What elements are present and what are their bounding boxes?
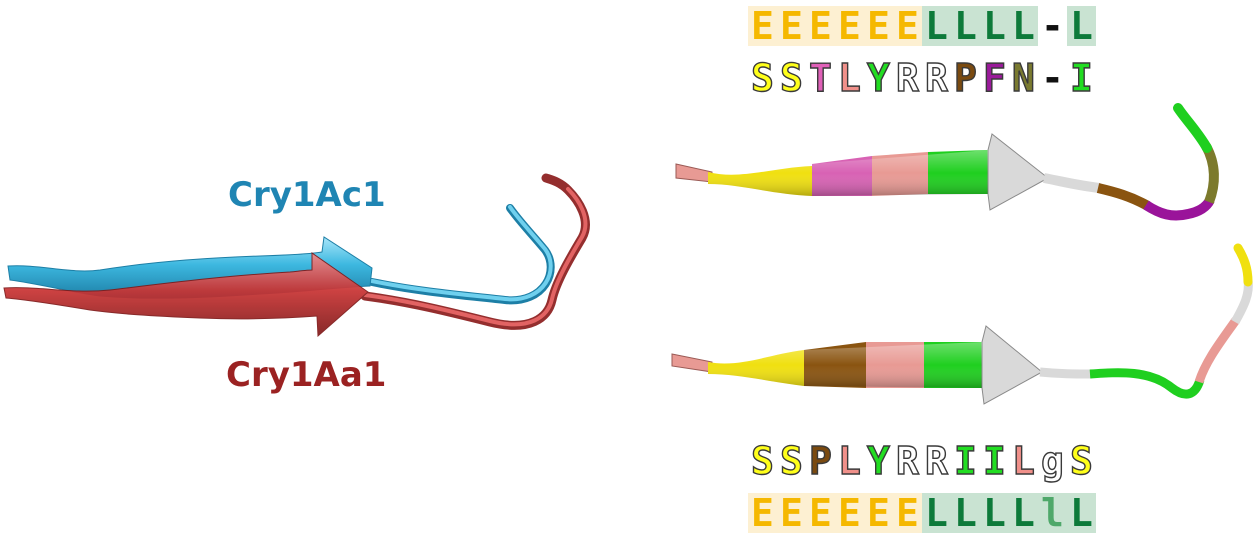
bottom-segment-R-loop: [1039, 367, 1093, 379]
top-seq-residue: S: [750, 56, 774, 100]
top-ss-cell: E: [864, 6, 893, 46]
top-residue-cartoon: [675, 103, 1219, 221]
bottom-ss-cell: L: [951, 493, 980, 533]
top-seq-residue: R: [895, 56, 919, 100]
top-ss-cell: L: [922, 6, 951, 46]
bottom-cartoon-shading: [708, 342, 982, 388]
top-segment-F: [1143, 197, 1215, 221]
bottom-seq-residue: I: [953, 439, 977, 483]
top-seq-residue: N: [1011, 56, 1035, 100]
bottom-seq-residue: L: [1011, 439, 1035, 483]
top-ss-cell: L: [1009, 6, 1038, 46]
bottom-ss-cell: E: [748, 493, 777, 533]
bottom-segment-R-arrow: [981, 325, 1043, 405]
top-seq-residue: P: [953, 56, 977, 100]
bottom-segment-I: [1089, 368, 1205, 399]
top-seq-residue: S: [779, 56, 803, 100]
top-seq-residue: -: [1041, 56, 1064, 100]
bottom-ss-cell: L: [1009, 493, 1038, 533]
bottom-seq-residue: S: [1069, 439, 1093, 483]
bottom-nterm-tip: [671, 353, 713, 373]
top-segment-I: [1173, 103, 1212, 153]
bottom-seq-residue: g: [1040, 439, 1064, 483]
bottom-ss-cell: E: [835, 493, 864, 533]
bottom-seq-residue: P: [808, 439, 832, 483]
bottom-ss-cell: E: [864, 493, 893, 533]
top-nterm-tip: [675, 163, 713, 183]
bottom-seq-residue: R: [895, 439, 919, 483]
top-segment-P: [1096, 183, 1151, 211]
top-ss-cell: L: [951, 6, 980, 46]
top-ss-cell: E: [835, 6, 864, 46]
bottom-seq-residue: L: [837, 439, 861, 483]
bottom-seq-residue: S: [779, 439, 803, 483]
top-ss-cell: E: [777, 6, 806, 46]
bottom-ss-cell: L: [922, 493, 951, 533]
top-ss-cell: L: [1067, 6, 1096, 46]
bottom-segment-S2: [1233, 243, 1253, 287]
cry1aa1-loop-tube-highlight: [363, 187, 588, 327]
bottom-residue-cartoon: [671, 243, 1253, 405]
bottom-ss-cell: E: [893, 493, 922, 533]
top-segment-R-arrow: [987, 133, 1049, 211]
top-ss-cell: E: [806, 6, 835, 46]
bottom-ss-cell: L: [980, 493, 1009, 533]
cry1aa1-strand: [3, 252, 369, 338]
bottom-ss-cell: E: [806, 493, 835, 533]
bottom-seq-residue: S: [750, 439, 774, 483]
top-cartoon-shading: [708, 150, 988, 196]
top-seq-residue: L: [837, 56, 861, 100]
bottom-seq-residue: R: [924, 439, 948, 483]
bottom-segment-L2: [1194, 317, 1240, 384]
superposition-cartoon: [3, 173, 590, 338]
bottom-segment-g: [1231, 279, 1253, 325]
cry1ac1-loop-tube-highlight: [370, 205, 553, 302]
top-seq-residue: F: [982, 56, 1006, 100]
top-ss-cell: L: [980, 6, 1009, 46]
cry1ac1-label: Cry1Ac1: [228, 175, 386, 215]
top-seq-residue: I: [1069, 56, 1093, 100]
bottom-seq-residue: I: [982, 439, 1006, 483]
cry1aa1-label: Cry1Aa1: [226, 355, 387, 395]
cry1aa1-ribbon: [3, 173, 590, 338]
bottom-seq-residue: Y: [866, 439, 890, 483]
bottom-ss-cell: l: [1038, 493, 1067, 533]
bottom-ss-cell: L: [1067, 493, 1096, 533]
top-seq-residue: Y: [866, 56, 890, 100]
top-ss-cell: E: [893, 6, 922, 46]
top-seq-residue: R: [924, 56, 948, 100]
bottom-ss-cell: E: [777, 493, 806, 533]
top-segment-R-loop: [1043, 173, 1101, 193]
top-segment-N: [1201, 143, 1219, 204]
top-ss-cell: E: [748, 6, 777, 46]
top-ss-cell: -: [1038, 6, 1067, 46]
top-seq-residue: T: [808, 56, 832, 100]
